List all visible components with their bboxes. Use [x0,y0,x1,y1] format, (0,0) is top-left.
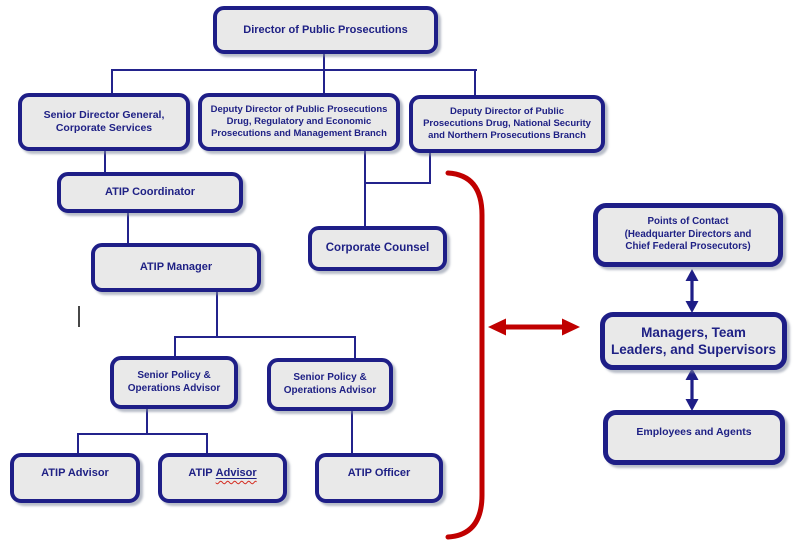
node-deputy-director-national-security: Deputy Director of Public Prosecutions D… [409,95,605,153]
spellcheck-underline: Advisor [215,466,257,479]
blue-double-arrow-top-icon [685,269,699,313]
connector-advisor1-drop [77,433,79,453]
node-label-line: Managers, Team [641,324,746,340]
node-label-line: and Northern Prosecutions Branch [428,130,586,142]
node-label-line: Chief Federal Prosecutors) [625,241,751,253]
node-label: ATIP Manager [139,261,213,274]
node-label: ATIP Officer [347,466,411,479]
blue-double-arrow-bottom-icon [685,368,699,411]
node-managers-team-leaders-supervisors: Managers, Team Leaders, and Supervisors [600,312,787,370]
connector-advisor2-drop [206,433,208,453]
connector-counsel-horizontal [364,182,431,184]
node-label-line: Prosecutions Drug, National Security [423,117,591,129]
node-label-line: Corporate Services [55,122,153,134]
connector-deputy-to-counsel [364,151,366,227]
connector-spoa-right-to-officer [351,410,353,453]
connector-coordinator-to-manager [127,212,129,244]
node-label-line: Senior Policy & [293,371,367,383]
connector-sdg-to-coordinator [104,150,106,173]
connector-director-drop [323,54,325,94]
node-label-underlined: Advisor [216,467,257,479]
node-label-line: Prosecutions and Management Branch [211,128,387,140]
node-label-line: Drug, Regulatory and Economic [226,115,372,127]
connector-row2-horizontal [111,69,477,71]
node-label-line: (Headquarter Directors and [624,228,752,240]
red-double-arrow-icon [488,318,580,336]
node-label-prefix: ATIP [188,466,213,479]
node-label: ATIP Advisor [41,466,109,479]
node-deputy-director-drug-regulatory: Deputy Director of Public Prosecutions D… [198,93,400,151]
node-atip-coordinator: ATIP Coordinator [57,172,243,213]
node-label: Employees and Agents [636,426,752,438]
node-label-line: Senior Director General, [43,108,165,121]
node-label-line: Operations Advisor [283,384,377,396]
node-employees-and-agents: Employees and Agents [603,410,785,465]
node-label: ATIP Coordinator [104,186,196,199]
node-label: Director of Public Prosecutions [243,23,408,36]
node-atip-officer: ATIP Officer [315,453,443,503]
node-label-line: Deputy Director of Public [449,105,564,117]
node-label-line: Leaders, and Supervisors [610,342,777,357]
node-atip-advisor-1: ATIP Advisor [10,453,140,503]
red-bracket-icon [445,170,485,540]
connector-row2-right-drop [474,69,476,96]
node-label: Corporate Counsel [325,242,430,255]
connector-spoa-right-drop [354,336,356,359]
node-label-line: Senior Policy & [137,369,211,381]
connector-advisors-horizontal [77,433,208,435]
node-senior-policy-operations-advisor-left: Senior Policy & Operations Advisor [110,356,238,409]
node-senior-policy-operations-advisor-right: Senior Policy & Operations Advisor [267,358,393,411]
node-senior-director-general: Senior Director General, Corporate Servi… [18,93,190,151]
node-director-of-public-prosecutions: Director of Public Prosecutions [213,6,438,54]
connector-row2-left-drop [111,69,113,94]
connector-spoa-left-drop [174,336,176,357]
stray-cursor-mark [78,306,80,327]
connector-deputy2-drop [429,152,431,184]
node-label-line: Points of Contact [647,216,729,228]
node-label-line: Deputy Director of Public Prosecutions [210,103,388,115]
node-atip-manager: ATIP Manager [91,243,261,292]
connector-spoa-left-down [146,408,148,435]
node-label-line: Operations Advisor [127,382,221,394]
node-corporate-counsel: Corporate Counsel [308,226,447,271]
connector-spoa-horizontal [174,336,356,338]
connector-manager-drop [216,291,218,338]
node-points-of-contact: Points of Contact (Headquarter Directors… [593,203,783,267]
